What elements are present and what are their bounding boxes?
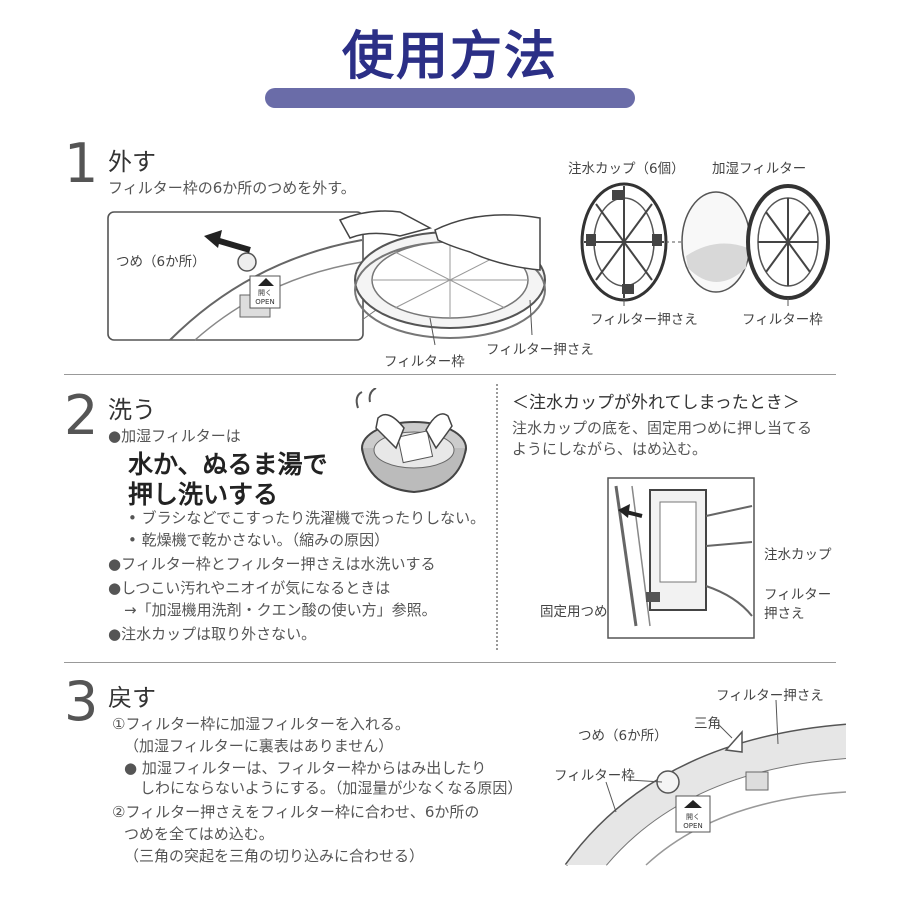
step-2-sub-note-1: • ブラシなどでこすったり洗濯機で洗ったりしない。 [128, 509, 486, 527]
step-2-number: 2 [64, 384, 99, 447]
step-3-line-2: （加湿フィルターに裏表はありません） [124, 737, 394, 755]
step-1-open-tag-bottom: OPEN [255, 298, 274, 306]
side-note-tab-label: 固定用つめ [540, 604, 608, 620]
step-1-frame-label: フィルター枠 [384, 354, 465, 370]
title-underline-bar [265, 88, 635, 108]
step-3-line-1: ①フィルター枠に加湿フィルターを入れる。 [112, 715, 410, 733]
section-vertical-divider [496, 384, 498, 650]
step-1-filter-label: 加湿フィルター [712, 161, 807, 177]
page-title: 使用方法 [341, 27, 558, 87]
step-2-sub-note-2: • 乾燥機で乾かさない。（縮みの原因） [128, 531, 390, 549]
step-3-line-5: ②フィルター押さえをフィルター枠に合わせ、6か所の [112, 803, 480, 821]
side-note-cup-illustration [607, 477, 755, 639]
step-2-emphasis-line-2: 押し洗いする [128, 480, 279, 509]
step-2-bullet-4: ●注水カップは取り外さない。 [108, 625, 317, 643]
step-3-heading: 戻す [108, 684, 156, 712]
step-1-holder-label: フィルター押さえ [486, 342, 594, 358]
step-2-emphasis-line-1: 水か、ぬるま湯で [128, 450, 328, 479]
step-3-triangle-label: 三角 [694, 716, 721, 732]
step-3-holder-label: フィルター押さえ [716, 688, 824, 704]
section-divider-2 [64, 662, 836, 663]
step-3-frame-label: フィルター枠 [554, 768, 635, 784]
step-1-tab-label: つめ（6か所） [116, 254, 206, 270]
side-note-description-2: ようにしながら、はめ込む。 [512, 440, 708, 458]
step-2-bullet-1: ●加湿フィルターは [108, 427, 241, 445]
step-2-bullet-2: ●フィルター枠とフィルター押さえは水洗いする [108, 555, 436, 573]
step-3-open-tag-top: 開く [686, 813, 700, 821]
step-3-open-tag-bottom: OPEN [683, 822, 702, 830]
step-1-cup-label: 注水カップ（6個） [568, 161, 685, 177]
step-1-exploded-parts-illustration [580, 182, 830, 306]
step-2-bullet-3-reference: →「加湿機用洗剤・クエン酸の使い方」参照。 [124, 601, 437, 619]
step-3-line-3: ● 加湿フィルターは、フィルター枠からはみ出したり [124, 759, 487, 777]
side-note-holder-label-2: 押さえ [764, 606, 805, 622]
step-2-bullet-3: ●しつこい汚れやニオイが気になるときは [108, 579, 391, 597]
step-2-heading: 洗う [108, 396, 156, 424]
step-3-line-7: （三角の突起を三角の切り込みに合わせる） [124, 847, 425, 865]
step-1-heading: 外す [108, 148, 156, 176]
step-3-reassembly-illustration: 開く OPEN [564, 700, 846, 866]
step-1-removal-illustration: 開く OPEN [107, 210, 546, 346]
step-1-description: フィルター枠の6か所のつめを外す。 [108, 179, 356, 197]
step-3-tab-label: つめ（6か所） [578, 728, 668, 744]
step-3-line-4: しわにならないようにする。（加湿量が少なくなる原因） [140, 779, 523, 797]
section-divider-1 [64, 374, 836, 375]
side-note-title: ＜注水カップが外れてしまったとき＞ [512, 393, 800, 413]
side-note-holder-label-1: フィルター [764, 587, 832, 603]
step-2-washing-basin-illustration [355, 388, 467, 494]
step-1-holder-label-2: フィルター押さえ [590, 312, 698, 328]
side-note-cup-label: 注水カップ [764, 547, 832, 563]
step-3-line-6: つめを全てはめ込む。 [124, 825, 274, 843]
side-note-description-1: 注水カップの底を、固定用つめに押し当てる [512, 419, 813, 437]
step-1-open-tag-top: 開く [258, 289, 272, 297]
step-1-number: 1 [64, 132, 99, 195]
step-1-frame-label-2: フィルター枠 [742, 312, 823, 328]
step-3-number: 3 [64, 670, 99, 733]
